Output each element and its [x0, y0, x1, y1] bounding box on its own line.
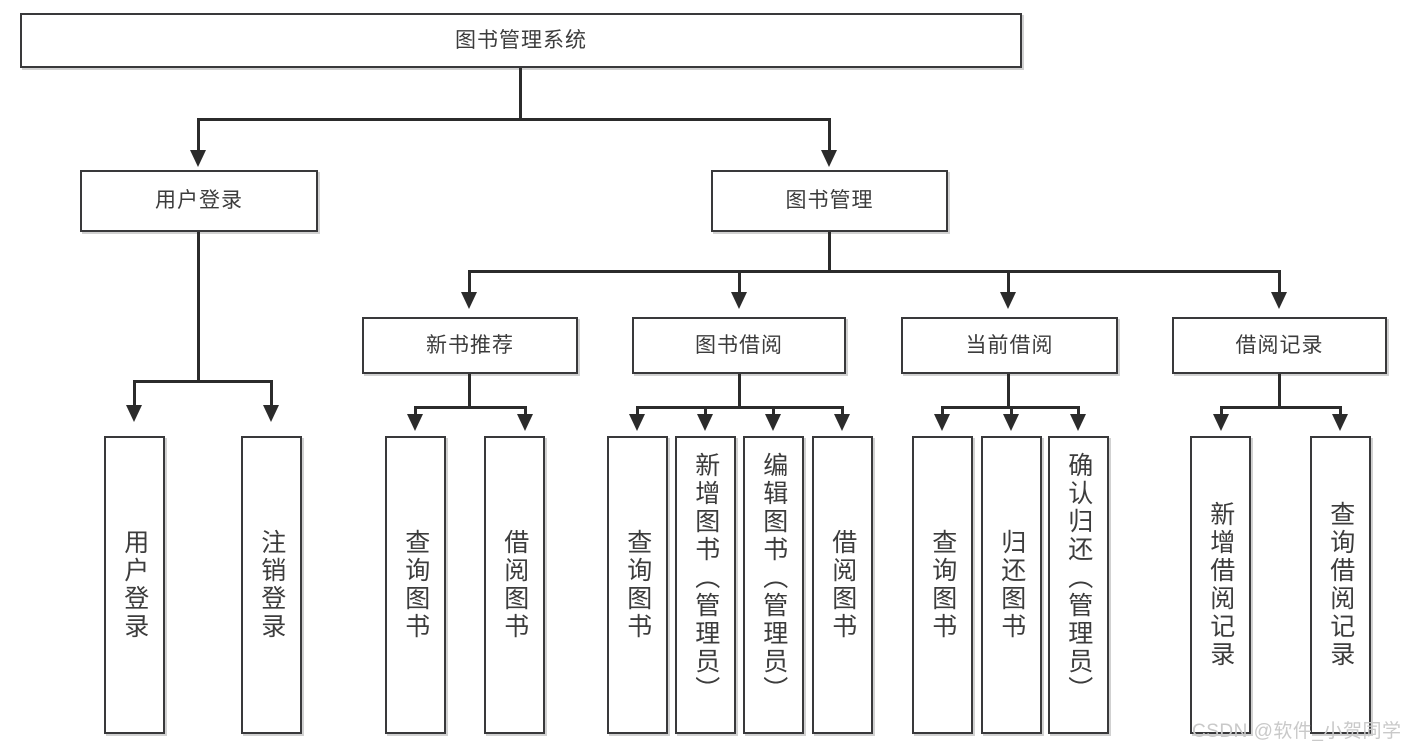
leaf-book-borrow-add-book-admin[interactable]: 新增图书（管理员）: [675, 436, 736, 734]
leaf-label: 新增图书（管理员）: [691, 452, 720, 704]
arrow-book-borrow-to-leaf-3: [765, 414, 781, 431]
arrow-current-borrow-to-leaf-3: [1070, 414, 1086, 431]
arrow-book-borrow-to-leaf-2: [697, 414, 713, 431]
connector-new-book-bus: [414, 406, 527, 409]
connector-new-book-to-leaf-2: [524, 406, 527, 418]
arrow-current-borrow-to-leaf-1: [934, 414, 950, 431]
connector-current-borrow-to-leaf-3: [1077, 406, 1080, 418]
leaf-new-book-borrow-books[interactable]: 借阅图书: [484, 436, 545, 734]
arrow-root-to-user-login: [190, 150, 206, 167]
arrow-book-borrow-to-leaf-1: [629, 414, 645, 431]
connector-book-management-bus: [468, 270, 1281, 273]
arrow-new-book-to-leaf-2: [517, 414, 533, 431]
connector-user-login-to-leaf-1: [133, 380, 136, 408]
leaf-label: 查询图书: [401, 529, 430, 641]
arrow-bm-to-current-borrow: [1000, 292, 1016, 309]
node-label: 图书借阅: [695, 333, 783, 357]
connector-book-borrow-to-leaf-4: [841, 406, 844, 418]
arrow-new-book-to-leaf-1: [407, 414, 423, 431]
connector-current-borrow-stem: [1007, 374, 1010, 408]
connector-borrow-record-stem: [1278, 374, 1281, 408]
node-user-login[interactable]: 用户登录: [80, 170, 318, 232]
node-borrow-record[interactable]: 借阅记录: [1172, 317, 1387, 374]
node-label: 新书推荐: [426, 333, 514, 357]
connector-current-borrow-to-leaf-1: [941, 406, 944, 418]
connector-root-to-book-management: [828, 118, 831, 153]
arrow-borrow-record-to-leaf-2: [1332, 414, 1348, 431]
leaf-user-login-logout[interactable]: 注销登录: [241, 436, 302, 734]
connector-borrow-record-to-leaf-1: [1220, 406, 1223, 418]
leaf-label: 归还图书: [997, 529, 1026, 641]
connector-root-to-user-login: [197, 118, 200, 153]
leaf-current-borrow-confirm-return-admin[interactable]: 确认归还（管理员）: [1048, 436, 1109, 734]
connector-user-login-stem: [197, 232, 200, 382]
node-root-book-management-system[interactable]: 图书管理系统: [20, 13, 1022, 68]
leaf-new-book-query-books[interactable]: 查询图书: [385, 436, 446, 734]
leaf-label: 查询图书: [623, 529, 652, 641]
arrow-book-borrow-to-leaf-4: [834, 414, 850, 431]
connector-book-borrow-to-leaf-1: [636, 406, 639, 418]
connector-new-book-to-leaf-1: [414, 406, 417, 418]
node-new-book-recommend[interactable]: 新书推荐: [362, 317, 578, 374]
node-label: 图书管理: [785, 189, 874, 213]
connector-current-borrow-to-leaf-2: [1010, 406, 1013, 418]
leaf-label: 查询图书: [928, 529, 957, 641]
connector-root-stem: [519, 68, 522, 118]
connector-bm-to-new-book: [468, 270, 471, 295]
leaf-user-login-login[interactable]: 用户登录: [104, 436, 165, 734]
connector-bm-to-borrow-record: [1278, 270, 1281, 295]
connector-root-bus: [197, 118, 831, 121]
leaf-current-borrow-query-books[interactable]: 查询图书: [912, 436, 973, 734]
leaf-label: 确认归还（管理员）: [1064, 452, 1093, 704]
leaf-label: 注销登录: [257, 529, 286, 641]
connector-book-borrow-to-leaf-2: [704, 406, 707, 418]
connector-book-borrow-bus: [636, 406, 844, 409]
node-current-borrow[interactable]: 当前借阅: [901, 317, 1118, 374]
leaf-label: 借阅图书: [500, 529, 529, 641]
arrow-root-to-book-management: [821, 150, 837, 167]
node-label: 图书管理系统: [455, 28, 587, 52]
arrow-current-borrow-to-leaf-2: [1003, 414, 1019, 431]
node-book-management[interactable]: 图书管理: [711, 170, 948, 232]
leaf-borrow-record-query-record[interactable]: 查询借阅记录: [1310, 436, 1371, 734]
leaf-label: 用户登录: [120, 529, 149, 641]
arrow-bm-to-borrow-record: [1271, 292, 1287, 309]
arrow-bm-to-new-book: [461, 292, 477, 309]
leaf-label: 编辑图书（管理员）: [759, 452, 788, 704]
leaf-book-borrow-query-books[interactable]: 查询图书: [607, 436, 668, 734]
arrow-borrow-record-to-leaf-1: [1213, 414, 1229, 431]
arrow-bm-to-book-borrow: [731, 292, 747, 309]
leaf-label: 借阅图书: [828, 529, 857, 641]
node-label: 借阅记录: [1235, 333, 1324, 357]
node-label: 用户登录: [155, 189, 243, 213]
leaf-borrow-record-add-record[interactable]: 新增借阅记录: [1190, 436, 1251, 734]
connector-book-management-stem: [828, 232, 831, 271]
connector-user-login-bus: [133, 380, 270, 383]
connector-bm-to-book-borrow: [738, 270, 741, 295]
connector-user-login-to-leaf-2: [270, 380, 273, 408]
connector-book-borrow-to-leaf-3: [772, 406, 775, 418]
node-label: 当前借阅: [965, 333, 1054, 357]
leaf-book-borrow-borrow-books[interactable]: 借阅图书: [812, 436, 873, 734]
leaf-label: 查询借阅记录: [1326, 501, 1355, 669]
node-book-borrow[interactable]: 图书借阅: [632, 317, 846, 374]
connector-book-borrow-stem: [738, 374, 741, 408]
leaf-label: 新增借阅记录: [1206, 501, 1235, 669]
connector-borrow-record-to-leaf-2: [1339, 406, 1342, 418]
arrow-user-login-to-leaf-1: [126, 405, 142, 422]
connector-bm-to-current-borrow: [1007, 270, 1010, 295]
leaf-current-borrow-return-books[interactable]: 归还图书: [981, 436, 1042, 734]
arrow-user-login-to-leaf-2: [263, 405, 279, 422]
connector-new-book-stem: [468, 374, 471, 408]
connector-borrow-record-bus: [1220, 406, 1342, 409]
leaf-book-borrow-edit-book-admin[interactable]: 编辑图书（管理员）: [743, 436, 804, 734]
